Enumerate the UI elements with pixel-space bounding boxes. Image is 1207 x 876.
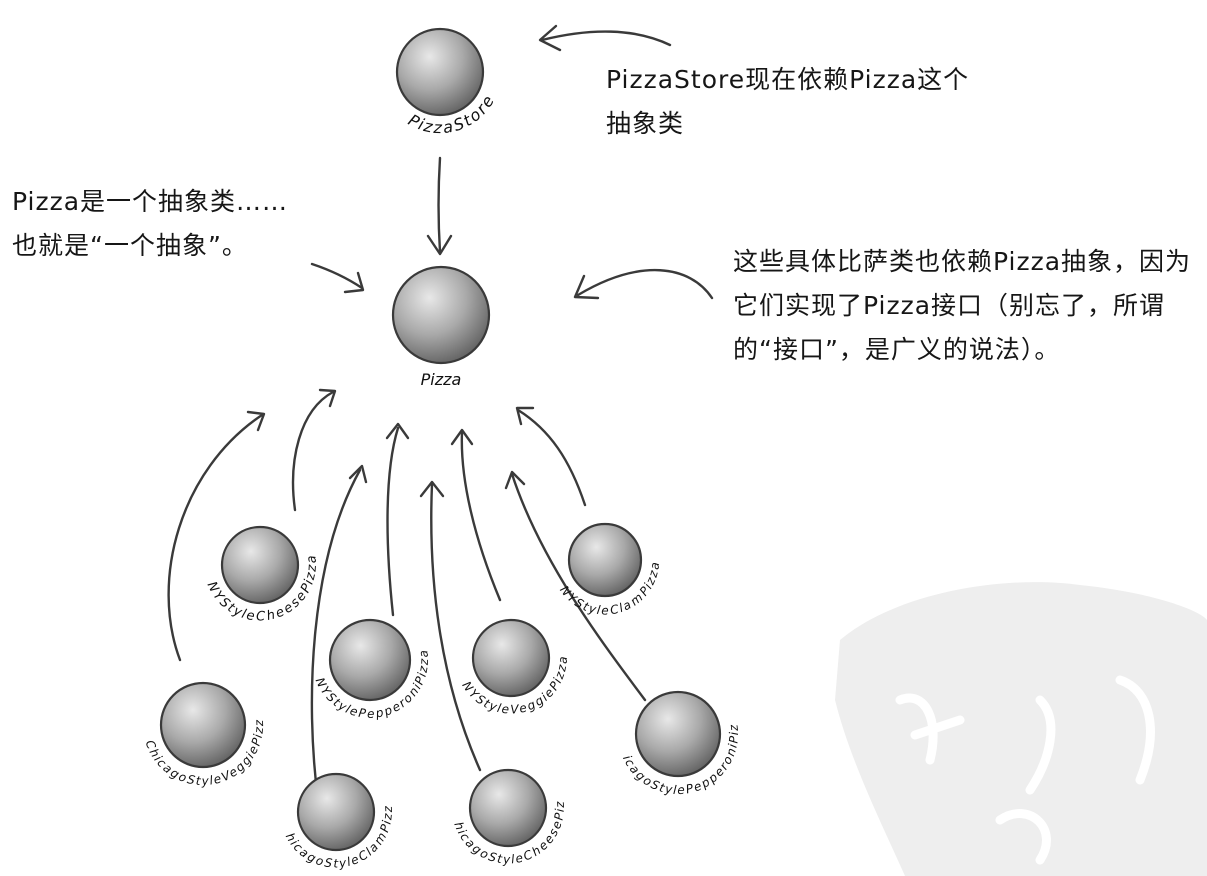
store-dependency-note: PizzaStore现在依赖Pizza这个抽象类 [606, 65, 970, 138]
node-ball [296, 772, 376, 852]
pizza-node: Pizza [391, 265, 491, 389]
ny-veggie-pizza-node: NYStyleVeggiePizza [459, 618, 570, 717]
node-ball [159, 681, 247, 769]
arrow-store-to-pizza [426, 156, 453, 256]
arrow-abstract-note-to-pizza [310, 262, 365, 294]
arrow-subclass-note-to-pizza [573, 268, 714, 300]
node-ball [395, 27, 485, 117]
chicago-veggie-pizza-node: ChicagoStyleVeggiePizza [0, 1, 266, 788]
chicago-cheese-pizza-node: ChicagoStyleCheesePizza [0, 1, 567, 867]
node-ball [634, 690, 722, 778]
node-ball [220, 525, 300, 605]
watermark-seal [835, 582, 1207, 876]
ny-cheese-pizza-node: NYStyleCheesePizza [204, 525, 320, 625]
node-ball [471, 618, 551, 698]
ny-clam-pizza-node: NYStyleClamPizza [557, 522, 662, 617]
pizza-store-node: PizzaStore [395, 27, 498, 137]
subclass-dependency-note: 这些具体比萨类也依赖Pizza抽象，因为它们实现了Pizza接口（别忘了，所谓的… [733, 247, 1192, 364]
node-label: ChicagoStyleCheesePizza [0, 1, 567, 867]
abstract-class-note: Pizza是一个抽象类……也就是“一个抽象”。 [12, 187, 289, 260]
ny-pepperoni-pizza-node: NYStylePepperoniPizza [313, 618, 431, 721]
node-label: Pizza [421, 370, 462, 389]
node-ball [567, 522, 643, 598]
arrow-note-to-store [538, 24, 672, 52]
subclass-arrows [167, 388, 647, 802]
node-ball [328, 618, 412, 702]
node-label: ChicagoStyleVeggiePizza [0, 1, 266, 788]
node-ball [468, 768, 548, 848]
node-ball [391, 265, 491, 365]
